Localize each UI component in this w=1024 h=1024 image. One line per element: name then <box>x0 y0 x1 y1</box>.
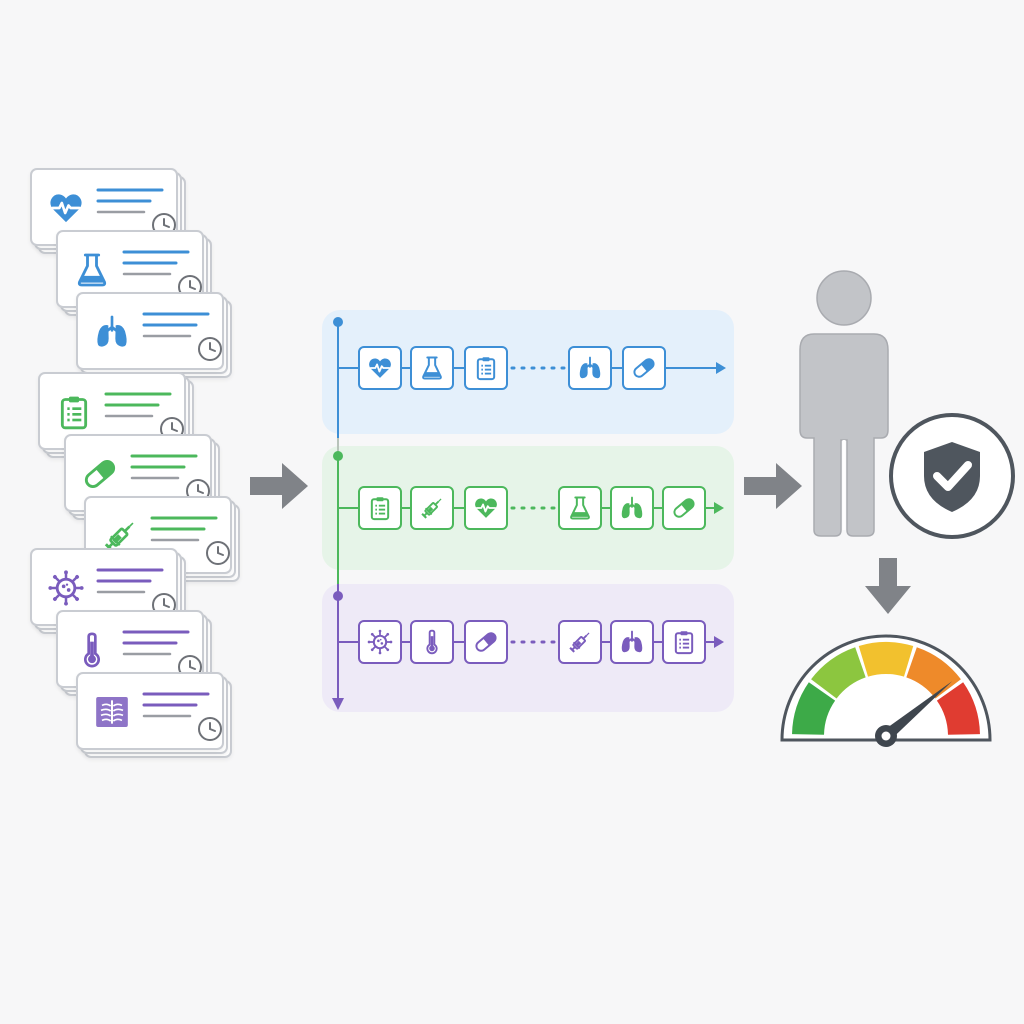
timeline-event-tile <box>464 346 508 390</box>
timeline-event-tile <box>622 346 666 390</box>
timeline-event-tile <box>358 620 402 664</box>
timeline-event-tile <box>410 346 454 390</box>
timeline-event-tile <box>464 620 508 664</box>
arrow-down-icon <box>865 558 911 614</box>
timeline-event-tile <box>464 486 508 530</box>
timeline-event-tile <box>358 486 402 530</box>
timeline-event-tile <box>558 486 602 530</box>
clock-icon <box>206 541 230 565</box>
timeline-event-tile <box>662 486 706 530</box>
shield-check-icon <box>889 413 1015 539</box>
record-text-lines <box>142 312 210 338</box>
risk-gauge-icon <box>780 634 992 747</box>
clock-icon <box>198 717 222 741</box>
arrow-right-icon <box>744 463 802 509</box>
record-text-lines <box>122 250 190 276</box>
arrow-right-icon <box>250 463 308 509</box>
patient-record-card <box>76 672 224 750</box>
timeline-event-tile <box>610 486 654 530</box>
timeline-event-tile <box>568 346 612 390</box>
timeline-event-tile <box>610 620 654 664</box>
clock-icon <box>198 337 222 361</box>
patient-record-card <box>76 292 224 370</box>
timeline-event-tile <box>358 346 402 390</box>
record-text-lines <box>104 392 172 418</box>
record-text-lines <box>96 568 164 594</box>
record-text-lines <box>96 188 164 214</box>
time-axis <box>332 317 344 710</box>
record-text-lines <box>150 516 218 542</box>
timeline-event-tile <box>662 620 706 664</box>
timeline-event-tile <box>410 620 454 664</box>
timeline-event-tile <box>410 486 454 530</box>
person-icon <box>799 270 889 537</box>
record-text-lines <box>122 630 190 656</box>
timeline-event-tile <box>558 620 602 664</box>
record-text-lines <box>142 692 210 718</box>
record-text-lines <box>130 454 198 480</box>
